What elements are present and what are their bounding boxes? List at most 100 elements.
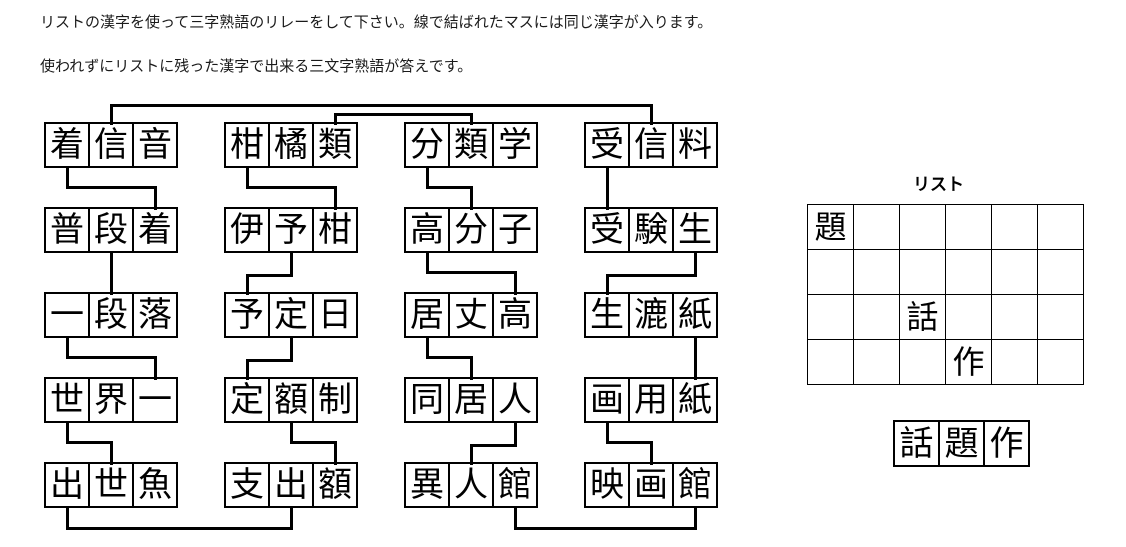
board-cell[interactable]: 類 <box>448 122 494 168</box>
list-cell[interactable] <box>899 204 946 250</box>
list-cell[interactable] <box>853 294 900 340</box>
board-cell[interactable]: 段 <box>88 292 134 338</box>
connector-stem <box>470 356 473 380</box>
connector-stem <box>470 186 473 210</box>
list-cell[interactable] <box>1037 249 1084 295</box>
board-cell[interactable]: 生 <box>672 207 718 253</box>
list-cell[interactable] <box>899 339 946 385</box>
board-cell[interactable]: 音 <box>132 122 178 168</box>
list-cell[interactable] <box>853 204 900 250</box>
list-cell[interactable] <box>853 339 900 385</box>
board-cell[interactable]: 制 <box>312 377 358 423</box>
board-cell[interactable]: 分 <box>404 122 450 168</box>
board-cell[interactable]: 予 <box>224 292 270 338</box>
list-cell[interactable] <box>1037 339 1084 385</box>
board-cell[interactable]: 映 <box>584 462 630 508</box>
board-cell[interactable]: 子 <box>492 207 538 253</box>
board-cell[interactable]: 受 <box>584 122 630 168</box>
board-cell[interactable]: 館 <box>492 462 538 508</box>
word-c2-r1: 柑橘類 <box>224 122 358 168</box>
connector-stem <box>470 444 473 465</box>
board-cell[interactable]: 日 <box>312 292 358 338</box>
board-cell[interactable]: 一 <box>44 292 90 338</box>
board-cell[interactable]: 居 <box>404 292 450 338</box>
word-c1-r3: 一段落 <box>44 292 178 338</box>
connector-stem <box>606 274 609 295</box>
board-cell[interactable]: 一 <box>132 377 178 423</box>
board-cell[interactable]: 定 <box>224 377 270 423</box>
connector-stem <box>154 356 157 380</box>
list-cell[interactable]: 題 <box>807 204 854 250</box>
answer-cell: 題 <box>938 420 985 467</box>
board-cell[interactable]: 世 <box>88 462 134 508</box>
list-cell[interactable] <box>807 339 854 385</box>
list-cell[interactable] <box>807 294 854 340</box>
board-cell[interactable]: 紙 <box>672 292 718 338</box>
list-cell[interactable] <box>991 249 1038 295</box>
connector-stem <box>110 104 113 125</box>
list-cell[interactable] <box>991 294 1038 340</box>
connector-stem <box>334 441 337 465</box>
board-cell[interactable]: 額 <box>268 377 314 423</box>
board-cell[interactable]: 柑 <box>224 122 270 168</box>
board-cell[interactable]: 着 <box>132 207 178 253</box>
list-cell[interactable] <box>945 249 992 295</box>
board-cell[interactable]: 画 <box>628 462 674 508</box>
board-cell[interactable]: 魚 <box>132 462 178 508</box>
list-cell[interactable] <box>991 204 1038 250</box>
list-cell[interactable]: 作 <box>945 339 992 385</box>
board-cell[interactable]: 橘 <box>268 122 314 168</box>
connector-stem <box>66 168 69 189</box>
board-cell[interactable]: 分 <box>448 207 494 253</box>
board-cell[interactable]: 落 <box>132 292 178 338</box>
connector-stem <box>290 253 293 277</box>
list-cell[interactable] <box>991 339 1038 385</box>
board-cell[interactable]: 画 <box>584 377 630 423</box>
board-cell[interactable]: 信 <box>88 122 134 168</box>
list-cell[interactable]: 話 <box>899 294 946 340</box>
board-cell[interactable]: 着 <box>44 122 90 168</box>
board-cell[interactable]: 高 <box>492 292 538 338</box>
board-cell[interactable]: 伊 <box>224 207 270 253</box>
list-cell[interactable] <box>1037 204 1084 250</box>
board-cell[interactable]: 学 <box>492 122 538 168</box>
board-cell[interactable]: 信 <box>628 122 674 168</box>
board-cell[interactable]: 支 <box>224 462 270 508</box>
board-cell[interactable]: 額 <box>312 462 358 508</box>
board-cell[interactable]: 人 <box>448 462 494 508</box>
board-cell[interactable]: 世 <box>44 377 90 423</box>
connector-straight <box>606 168 609 210</box>
board-cell[interactable]: 受 <box>584 207 630 253</box>
board-cell[interactable]: 定 <box>268 292 314 338</box>
connector-bridge <box>426 186 473 189</box>
list-cell[interactable] <box>1037 294 1084 340</box>
board-cell[interactable]: 験 <box>628 207 674 253</box>
board-cell[interactable]: 人 <box>492 377 538 423</box>
board-cell[interactable]: 紙 <box>672 377 718 423</box>
list-cell[interactable] <box>945 294 992 340</box>
board-cell[interactable]: 漉 <box>628 292 674 338</box>
board-cell[interactable]: 柑 <box>312 207 358 253</box>
board-cell[interactable]: 居 <box>448 377 494 423</box>
board-cell[interactable]: 段 <box>88 207 134 253</box>
list-cell[interactable] <box>945 204 992 250</box>
board-cell[interactable]: 用 <box>628 377 674 423</box>
board-cell[interactable]: 館 <box>672 462 718 508</box>
board-cell[interactable]: 異 <box>404 462 450 508</box>
list-cell[interactable] <box>899 249 946 295</box>
board-cell[interactable]: 出 <box>44 462 90 508</box>
board-cell[interactable]: 界 <box>88 377 134 423</box>
board-cell[interactable]: 丈 <box>448 292 494 338</box>
board-cell[interactable]: 同 <box>404 377 450 423</box>
board-cell[interactable]: 料 <box>672 122 718 168</box>
board-cell[interactable]: 普 <box>44 207 90 253</box>
list-cell[interactable] <box>853 249 900 295</box>
board-cell[interactable]: 類 <box>312 122 358 168</box>
list-cell[interactable] <box>807 249 854 295</box>
board-cell[interactable]: 出 <box>268 462 314 508</box>
word-c3-r1: 分類学 <box>404 122 538 168</box>
board-cell[interactable]: 予 <box>268 207 314 253</box>
board-cell[interactable]: 生 <box>584 292 630 338</box>
board-cell[interactable]: 高 <box>404 207 450 253</box>
connector-bridge <box>470 444 517 447</box>
